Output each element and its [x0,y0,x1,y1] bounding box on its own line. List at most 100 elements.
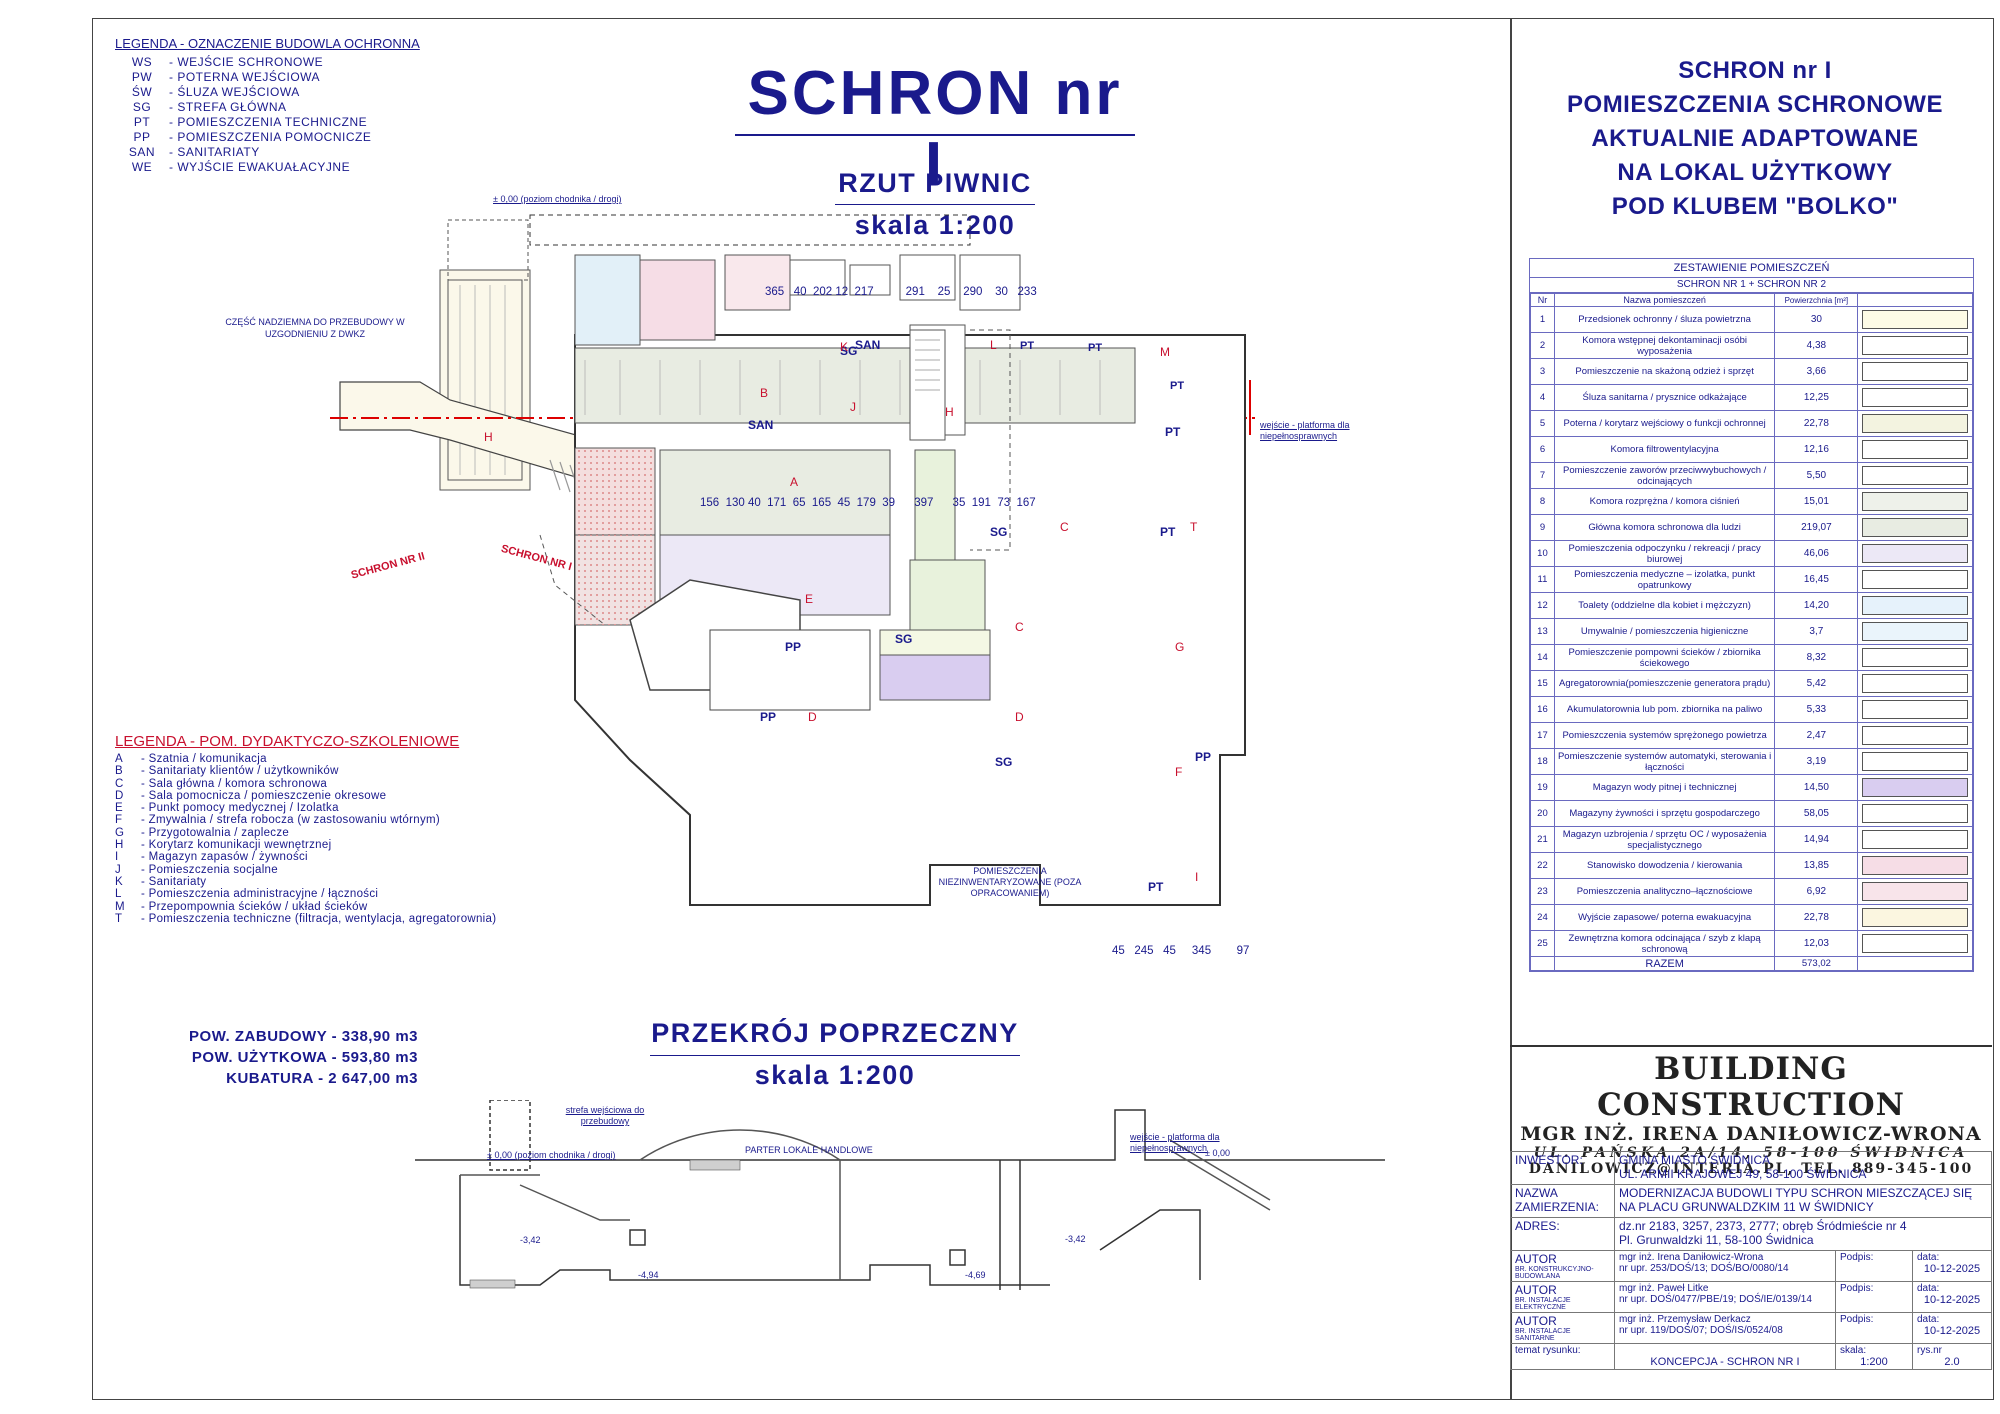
room-g [914,449,956,561]
row-swatch [1862,596,1969,615]
section-level-zero: ± 0,00 (poziom chodnika / drogi) [487,1150,616,1160]
author-branch: BR. INSTALACJE ELEKTRYCZNE [1515,1297,1571,1311]
row-swatch [1862,362,1969,381]
row-nr: 12 [1530,592,1555,619]
legend-shelter-item: PP- POMIESZCZENIA POMOCNICZE [115,130,420,145]
legend-didactic-item: F- Zmywalnia / strefa robocza (w zastoso… [115,814,496,826]
legend-desc: - ŚLUZA WEJŚCIOWA [169,85,300,99]
author-date-cell: data:10-12-2025 [1912,1312,1992,1344]
stat-built: POW. ZABUDOWY - 338,90 m3 [189,1028,418,1045]
legend-shelter-item: PT- POMIESZCZENIA TECHNICZNE [115,115,420,130]
section-level-3: -4,69 [965,1270,986,1280]
label-sg-main: SG [990,525,1008,539]
label-i: I [1195,870,1199,884]
label-j: J [850,400,856,414]
uninventoried-note: POMIESZCZENIA NIEZINWENTARYZOWANE (POZA … [938,866,1082,898]
row-swatch [1862,544,1969,563]
legend-code: I [115,851,119,864]
row-swatch-cell [1857,930,1973,957]
rt-line-1: SCHRON nr I [1678,57,1832,84]
rt-line-3: AKTUALNIE ADAPTOWANE [1591,125,1919,152]
scale-value: 1:200 [1860,1356,1888,1368]
page-title: SCHRON nr I [747,59,1123,199]
drawing-value: KONCEPCJA - SCHRON NR I [1614,1343,1836,1370]
row-swatch [1862,882,1969,901]
col-area: Powierzchnia [m²] [1774,293,1859,307]
row-nr: 24 [1530,904,1555,931]
row-swatch [1862,752,1969,771]
row-swatch [1862,622,1969,641]
legend-desc: - Sanitariaty [141,875,207,888]
row-swatch-cell [1857,670,1973,697]
room-pt-top2 [899,254,956,301]
row-area: 46,06 [1774,540,1859,567]
label-d-main: D [1015,710,1024,724]
legend-shelter: LEGENDA - OZNACZENIE BUDOWLA OCHRONNA WS… [115,36,420,175]
row-name: Pomieszczenie zaworów przeciwwybuchowych… [1553,462,1776,489]
row-swatch-cell [1857,774,1973,801]
total-value: 573,02 [1774,956,1859,971]
legend-desc: - POTERNA WEJŚCIOWA [169,70,321,84]
author-date-label: data: [1917,1252,1940,1263]
label-b: B [760,386,769,400]
legend-desc: - WYJŚCIE EWAKUAŁACYJNE [169,160,351,174]
row-swatch [1862,440,1969,459]
legend-didactic-item: H- Korytarz komunikacji wewnętrznej [115,839,496,851]
address-line-1: dz.nr 2183, 3257, 2373, 2777; obręb Śród… [1619,1219,1907,1233]
author-date-label: data: [1917,1283,1940,1294]
legend-didactic-item: G- Przygotowalnia / zaplecze [115,827,496,839]
row-name: Akumulatorownia lub pom. zbiornika na pa… [1553,696,1776,723]
row-swatch [1862,466,1969,485]
row-name: Główna komora schronowa dla ludzi [1553,514,1776,541]
section-level-4: -3,42 [1065,1234,1086,1244]
rooms-table-title: ZESTAWIENIE POMIESZCZEŃ [1530,259,1973,278]
row-name: Wyjście zapasowe/ poterna ewakuacyjna [1553,904,1776,931]
row-swatch [1862,336,1969,355]
legend-didactic-item: I- Magazyn zapasów / żywności [115,851,496,863]
legend-desc: - STREFA GŁÓWNA [169,100,287,114]
rooms-table: Nr Nazwa pomieszczeń Powierzchnia [m²] 1… [1530,293,1973,971]
legend-didactic-item: D- Sala pomocnicza / pomieszczenie okres… [115,790,496,802]
row-nr: 17 [1530,722,1555,749]
label-t: T [1190,520,1198,534]
author-date-label: data: [1917,1314,1940,1325]
row-name: Magazyn uzbrojenia / sprzętu OC / wyposa… [1553,826,1776,853]
company-block: BUILDING CONSTRUCTION MGR INŻ. IRENA DAN… [1510,1045,1992,1177]
row-swatch [1862,804,1969,823]
row-nr: 3 [1530,358,1555,385]
section-zone-label: strefa wejściowa do przebudowy [565,1105,645,1126]
legend-desc: - Pomieszczenia socjalne [141,863,278,876]
row-area: 5,42 [1774,670,1859,697]
legend-desc: - Szatnia / komunikacja [141,753,267,765]
legend-didactic-item: C- Sala główna / komora schronowa [115,778,496,790]
row-swatch-cell [1857,644,1973,671]
row-swatch-cell [1857,436,1973,463]
legend-code: C [115,777,124,790]
room-e-pattern [575,448,655,538]
investor-line-1: GMINA MIASTO ŚWIDNICA [1619,1153,1771,1167]
legend-desc: - Zmywalnia / strefa robocza (w zastosow… [141,814,441,827]
room-j [639,259,716,341]
row-nr: 15 [1530,670,1555,697]
row-name: Komora filtrowentylacyjna [1553,436,1776,463]
address-line-2: Pl. Grunwaldzki 11, 58-100 Świdnica [1619,1233,1814,1247]
row-name: Poterna / korytarz wejściowy o funkcji o… [1553,410,1776,437]
author-label: AUTOR [1515,1314,1557,1328]
row-name: Stanowisko dowodzenia / kierowania [1553,852,1776,879]
row-area: 14,20 [1774,592,1859,619]
row-area: 12,25 [1774,384,1859,411]
stat-usable: POW. UŻYTKOWA - 593,80 m3 [191,1049,418,1066]
rooms-table-wrap: ZESTAWIENIE POMIESZCZEŃ SCHRON NR 1 + SC… [1529,258,1974,972]
row-swatch-cell [1857,722,1973,749]
legend-shelter-item: SG- STREFA GŁÓWNA [115,100,420,115]
